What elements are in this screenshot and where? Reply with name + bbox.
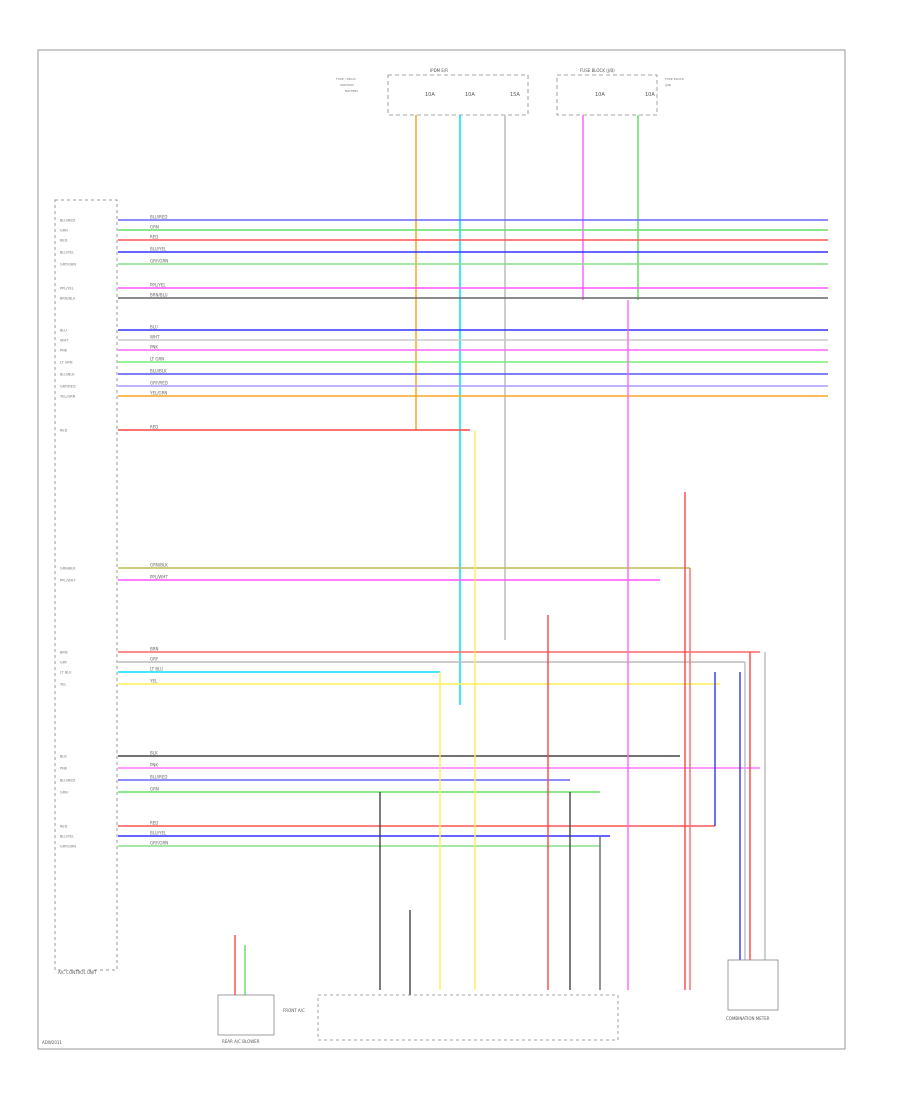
wire-label: RED	[150, 235, 158, 240]
pin-label: RED	[60, 239, 68, 243]
pin-label: BRN	[60, 651, 68, 655]
wire-label: BLU/RED	[150, 215, 167, 220]
wire-label: PPL/WHT	[150, 575, 168, 580]
wire-label: GRY/RED	[150, 381, 168, 386]
wire-label: BLU/YEL	[150, 831, 167, 836]
pin-label: LT BLU	[60, 671, 72, 675]
svg-text:IGNITION: IGNITION	[340, 83, 354, 87]
fuse-block-jb: FUSE BLOCK (J/B) 10A 10A FUSE BLOCK (J/B…	[556, 68, 685, 116]
pin-label: PNK	[60, 349, 68, 353]
wire-label: GRY/GRN	[150, 841, 168, 846]
pin-label: BLK	[60, 755, 67, 759]
wire-label: GRY	[150, 657, 159, 662]
wire-label: LT BLU	[150, 667, 163, 672]
wire-label: YEL	[149, 679, 158, 684]
pin-label: RED	[60, 825, 68, 829]
wire-label: LT GRN	[150, 357, 164, 362]
fuse-block-ipdm-title: IPDM E/R	[430, 68, 448, 73]
pin-label: BLU/YEL	[60, 835, 74, 839]
pin-label: GRY/GRN	[60, 263, 76, 267]
wire-label: PPL/YEL	[150, 283, 166, 288]
pin-label: GRN	[60, 229, 68, 233]
pin-label: BRN/BLU	[60, 297, 76, 301]
pin-label: PPL/YEL	[60, 287, 74, 291]
wire-label: BLU/RED	[150, 775, 167, 780]
wire-label: RED	[150, 821, 158, 826]
pin-label: YEL	[60, 683, 66, 687]
svg-text:(J/B): (J/B)	[665, 83, 671, 87]
wire-label: RED	[150, 425, 158, 430]
pin-label: RED	[60, 429, 68, 433]
wire-label: PNK	[150, 763, 158, 768]
diagram-frame	[37, 49, 846, 1050]
fuse-block-ipdm: IPDM E/R 10A 10A 15A FUSE / RELAY IGNITI…	[336, 68, 529, 116]
front-ac-block	[317, 994, 619, 1041]
svg-text:FUSE BLOCK: FUSE BLOCK	[665, 77, 685, 81]
wire-label: WHT	[150, 335, 160, 340]
combination-meter-label: COMBINATION METER	[726, 1016, 770, 1021]
wire-label: GRN	[150, 787, 159, 792]
pin-label: GRY/RED	[60, 385, 76, 389]
pin-label: LT GRN	[60, 361, 73, 365]
wire-label: BRN/BLU	[150, 293, 168, 298]
pin-label: WHT	[60, 339, 69, 343]
fuse-3: 15A	[510, 92, 520, 98]
rear-blower-connector	[217, 994, 275, 1036]
pin-label: BLU/YEL	[60, 251, 74, 255]
pin-label: BLU	[60, 329, 67, 333]
vertical-wires	[234, 300, 766, 995]
wire-label: BLU/YEL	[150, 247, 167, 252]
fuse-5: 10A	[645, 92, 655, 98]
wire-label: GRN	[150, 225, 159, 230]
wire-label: BRN	[150, 647, 159, 652]
pin-label: BLU/RED	[60, 779, 76, 783]
pin-label: PPL/WHT	[60, 579, 76, 583]
wire-label: BLU	[150, 325, 158, 330]
wire-label: YEL/GRN	[149, 391, 167, 396]
fuse-2: 10A	[465, 92, 475, 98]
pin-label: GRY	[60, 661, 68, 665]
horizontal-wires: BLU/RED BLU/RED GRN GRN RED RED BLU/YEL BLU/YEL…	[60, 215, 828, 849]
pin-label: BLU/RED	[60, 219, 76, 223]
combination-meter-connector	[727, 959, 779, 1011]
wire-label: PNK	[150, 345, 158, 350]
page-code: ADW2011	[42, 1040, 62, 1045]
wire-label: GRY/GRN	[150, 259, 168, 264]
pin-label: YEL/GRN	[60, 395, 76, 399]
fuse-1: 10A	[425, 92, 435, 98]
svg-text:BATTERY: BATTERY	[345, 89, 358, 93]
pin-label: BLU/BLK	[60, 373, 75, 377]
front-ac-block-label: FRONT A/C	[283, 1008, 305, 1013]
ac-control-unit-box	[54, 199, 118, 971]
pin-label: GRN	[60, 791, 68, 795]
pin-label: PNK	[60, 767, 68, 771]
svg-text:FUSE / RELAY: FUSE / RELAY	[336, 77, 356, 81]
rear-blower-label: REAR A/C BLOWER	[222, 1039, 260, 1044]
pin-label: GRY/GRN	[60, 845, 76, 849]
wire-label: BLK	[150, 751, 158, 756]
ac-control-unit-label: A/C CONTROL UNIT	[58, 970, 97, 975]
pin-label: GRN/BLK	[60, 567, 76, 571]
wire-label: GRN/BLK	[150, 563, 168, 568]
fuse-block-jb-title: FUSE BLOCK (J/B)	[580, 68, 615, 73]
wire-label: BLU/BLK	[150, 369, 167, 374]
fuse-4: 10A	[595, 92, 605, 98]
